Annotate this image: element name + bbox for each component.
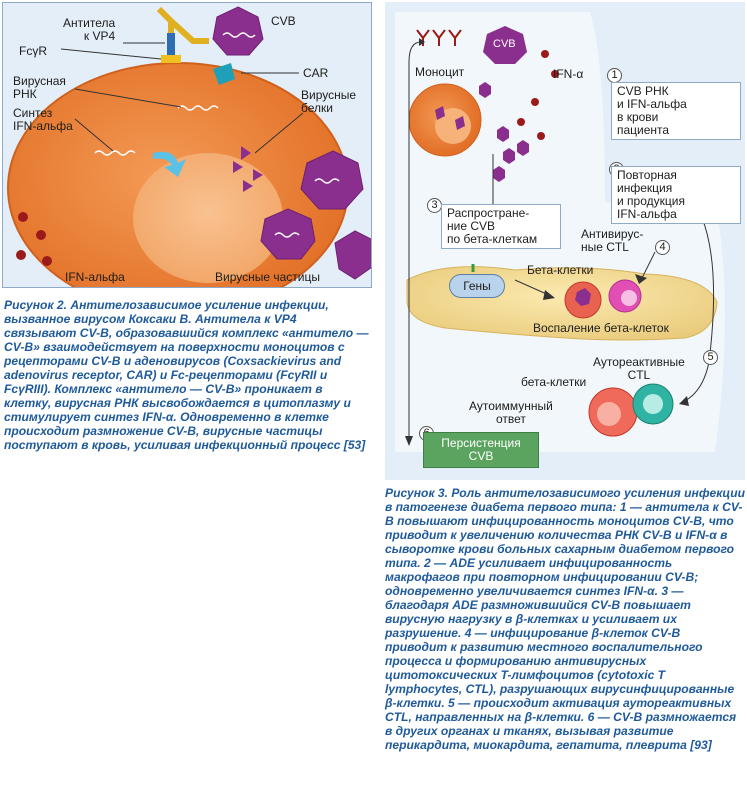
autoimmune-label: Аутоиммунный ответ [469,399,553,426]
step-number-5: 5 [703,350,718,365]
ifn-alpha-dot [18,212,28,222]
ifn-alpha-label: IFN-α [553,67,584,81]
viral-particles-label: Вирусные частицы [215,270,320,284]
step-2-box: Повторная инфекция и продукция IFN-альфа [611,166,741,224]
beta-cells-lower-label: бета-клетки [521,375,587,389]
autoreactive-ctl-label: Аутореактивные CTL [593,355,685,382]
viral-rna-strand [177,105,219,111]
inflammation-label: Воспаление бета-клеток [533,321,669,335]
monocyte-label: Моноцит [415,65,465,79]
ifn-alpha-dot [42,256,52,266]
virus-particle [260,208,316,260]
antibody-icon [156,6,209,44]
step-number-4: 4 [655,240,670,255]
fcgr-receptor [167,33,175,61]
antiviral-ctl-label: Антивирус- ные CTL [581,227,644,254]
cvb-label: CVB [493,38,516,50]
step-6-box: Персистенция CVB [423,432,539,468]
viral-protein [253,169,263,181]
figure-2-drawing [7,6,371,287]
cvb-virus-icon [212,6,264,56]
figure-2-caption: Рисунок 2. Антителозависимое усиление ин… [4,298,369,452]
entry-arrow [153,151,186,177]
car-label: CAR [303,66,329,80]
ifn-synthesis-label: Синтез IFN-альфа [13,106,73,133]
viral-proteins-label: Вирусные белки [301,88,357,115]
car-receptor [213,63,235,85]
ifn-alpha-dot [36,230,46,240]
step-number-3: 3 [427,198,442,213]
viral-rna-label: Вирусная РНК [13,74,66,101]
viral-protein [243,180,253,192]
fcgr-label: FcγR [19,44,47,58]
antibody-label: Антитела к VP4 [63,16,116,43]
genes-label: Гены [449,274,505,298]
virus-particle [334,230,371,280]
figure-3-illustration: CVB Моноцит IFN-α 1 CVB РНК и IFN-альфа … [385,2,745,480]
ifn-alpha-dot [16,250,26,260]
beta-cells-label: Бета-клетки [527,263,594,277]
cell-nucleus [133,153,283,283]
step-number-1: 1 [607,68,622,83]
cvb-label: CVB [271,14,296,28]
viral-protein [233,161,243,173]
figure-2-illustration: Антитела к VP4 FcγR CVB CAR Вирусная РНК… [2,2,372,288]
viral-protein [241,146,251,160]
figure-3-caption: Рисунок 3. Роль антителозависимого усиле… [385,486,745,752]
cvb-virus-icon [483,26,527,64]
ifn-alpha-label: IFN-альфа [65,270,125,284]
step-1-box: CVB РНК и IFN-альфа в крови пациента [611,82,741,140]
step-3-box: Распростране- ние CVB по бета-клеткам [441,204,561,249]
